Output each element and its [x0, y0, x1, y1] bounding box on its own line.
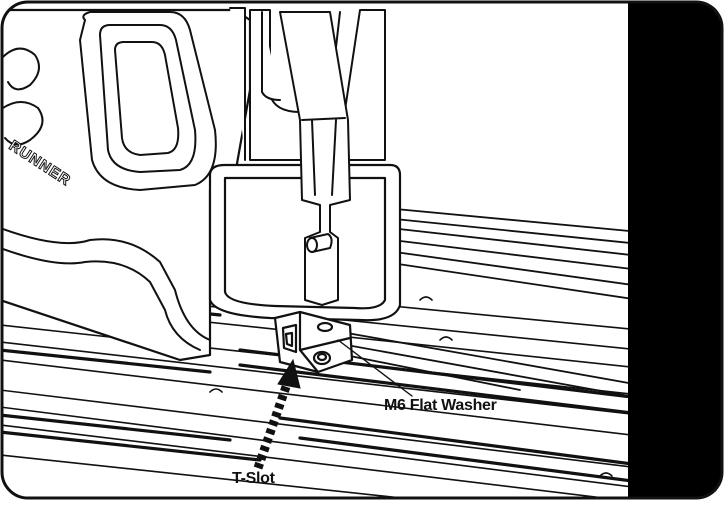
container-details: [2, 11, 217, 351]
upper-plate: [229, 7, 386, 161]
washer-callout-label: M6 Flat Washer: [384, 397, 497, 414]
pin: [306, 233, 333, 253]
rear-cross-rail: [384, 207, 641, 301]
clamp-bracket: [273, 310, 354, 374]
tslot-callout-label: T-Slot: [232, 470, 275, 487]
strap: [279, 11, 351, 306]
washer-leader: [337, 339, 413, 397]
side-panel: [628, 2, 722, 498]
tslot-arrow: [253, 358, 301, 470]
